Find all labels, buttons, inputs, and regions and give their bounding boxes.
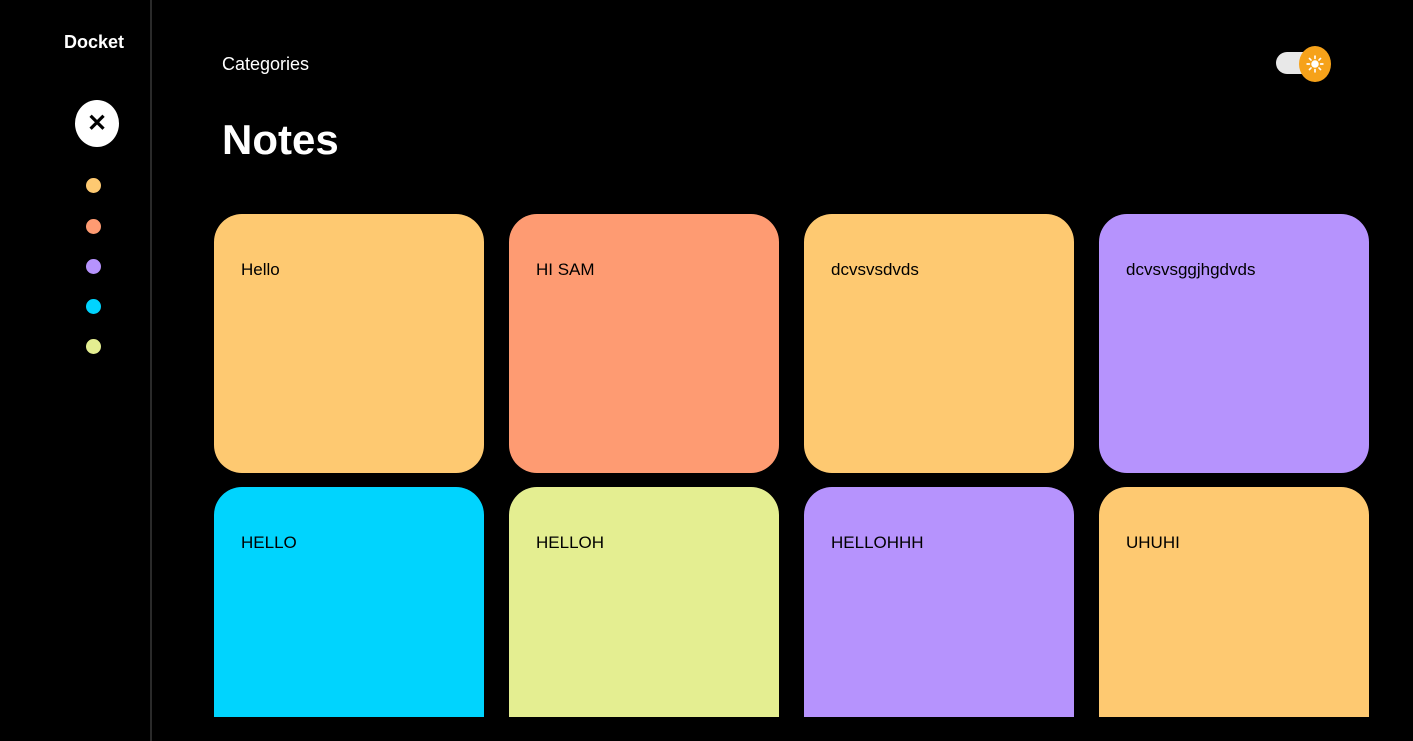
note-text: HI SAM [536,260,595,279]
note-card[interactable]: dcvsvsggjhgdvds [1099,214,1369,473]
note-card[interactable]: HELLOHHH [804,487,1074,717]
categories-label[interactable]: Categories [222,54,310,74]
theme-toggle-knob[interactable] [1299,46,1331,82]
brand-title: Docket [63,32,125,52]
note-text: dcvsvsggjhgdvds [1126,260,1256,279]
note-text: dcvsvsdvds [831,260,919,279]
note-card[interactable]: HELLOH [509,487,779,717]
color-dot-orange[interactable] [86,178,101,193]
close-button[interactable]: ✕ [75,100,119,147]
color-dot-lime[interactable] [86,339,101,354]
notes-grid: Hello HI SAM dcvsvsdvds dcvsvsggjhgdvds … [214,214,1369,717]
close-icon: ✕ [86,109,108,137]
sun-icon [1306,55,1324,73]
note-card[interactable]: dcvsvsdvds [804,214,1074,473]
note-card[interactable]: HELLO [214,487,484,717]
note-text: HELLO [241,533,297,552]
note-text: UHUHI [1126,533,1180,552]
page-title: Notes [222,116,339,163]
color-dot-salmon[interactable] [86,219,101,234]
note-text: HELLOHHH [831,533,924,552]
note-text: HELLOH [536,533,605,552]
sidebar: Docket ✕ [0,0,152,741]
note-card[interactable]: HI SAM [509,214,779,473]
note-card[interactable]: Hello [214,214,484,473]
note-text: Hello [241,260,280,279]
color-dot-cyan[interactable] [86,299,101,314]
color-dot-purple[interactable] [86,259,101,274]
note-card[interactable]: UHUHI [1099,487,1369,717]
